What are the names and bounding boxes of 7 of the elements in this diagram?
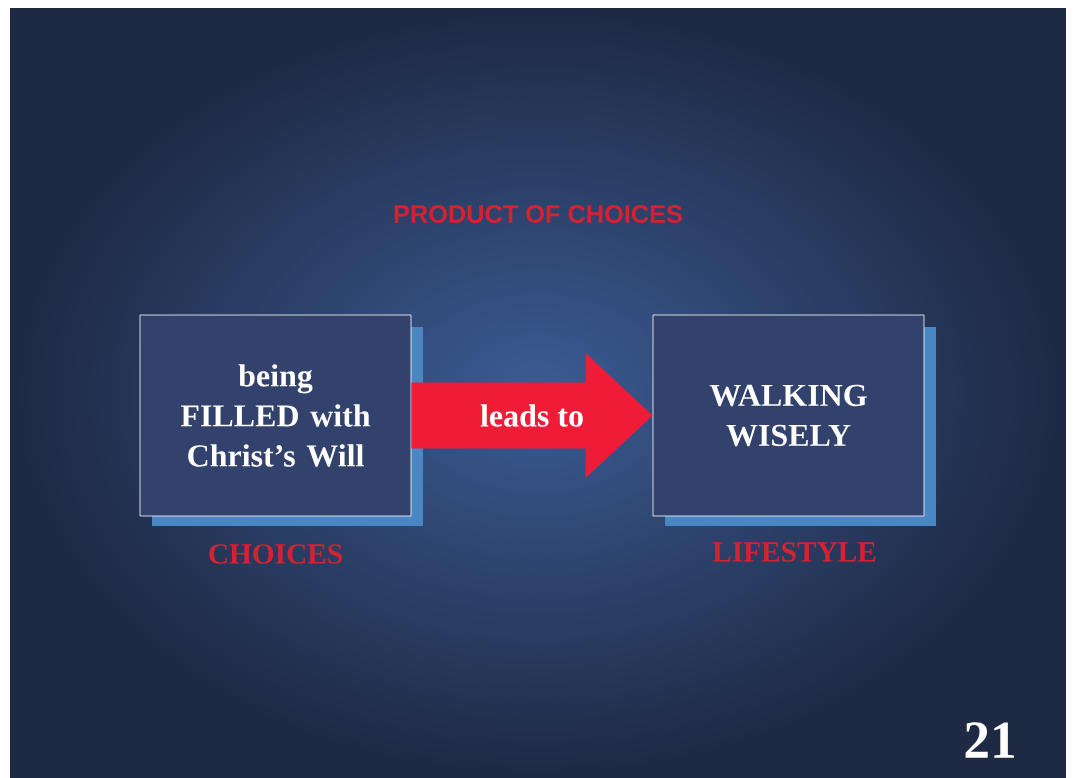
box-caption: LIFESTYLE xyxy=(712,542,876,562)
text-box: WALKING WISELY xyxy=(652,314,925,517)
box-caption: CHOICES xyxy=(209,544,342,564)
page-number: 21 xyxy=(965,722,1014,758)
text-box: being FILLED with Christ’s Will xyxy=(139,314,412,517)
slide-title: PRODUCT OF CHOICES xyxy=(394,205,682,223)
edge-label: leads to xyxy=(480,404,583,427)
